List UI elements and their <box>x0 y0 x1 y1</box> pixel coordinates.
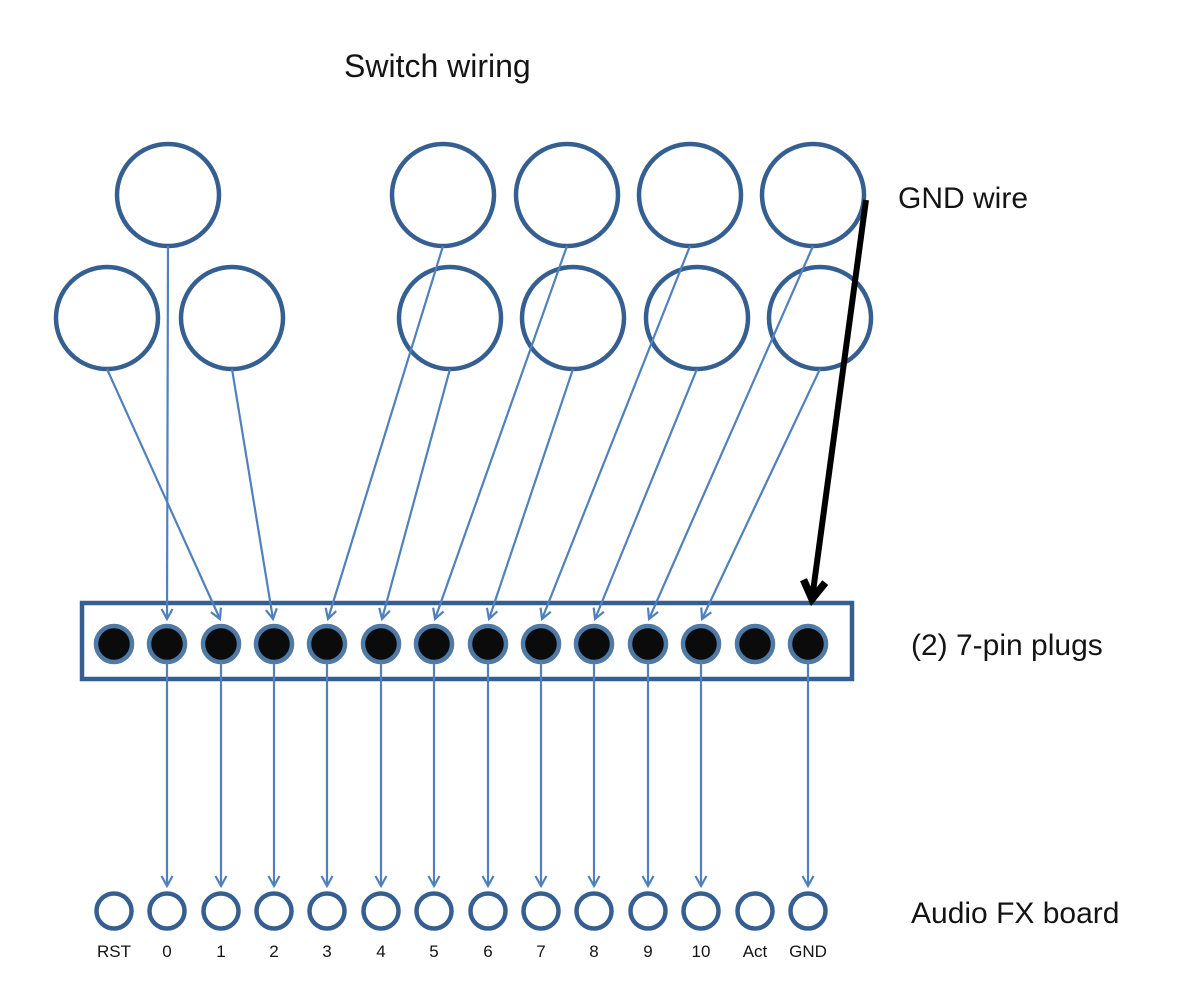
switch-to-plug-wires <box>105 245 821 622</box>
pin-label-8: 8 <box>589 942 598 961</box>
wire-switch-to-pin-6 <box>485 368 575 622</box>
plug-pin <box>200 623 242 665</box>
board-pin-labels: RST 0 1 2 3 4 5 6 7 8 9 10 Act GND <box>97 942 827 961</box>
switch-circle <box>519 264 627 372</box>
switch-circle <box>396 264 504 372</box>
wire-switch-to-pin-8 <box>592 368 699 622</box>
switch-circle <box>178 264 286 372</box>
wire-switch-to-pin-9 <box>646 245 815 622</box>
plug-pin <box>680 623 722 665</box>
plug-pin <box>573 623 615 665</box>
wire-switch-to-pin-5 <box>432 245 569 622</box>
board-pin <box>307 891 347 931</box>
wire-switch-to-pin-1 <box>105 368 222 622</box>
board-pin <box>361 891 401 931</box>
plug-pin <box>253 623 295 665</box>
plug-to-board-wires <box>160 662 815 889</box>
switch-circle <box>759 141 867 249</box>
pin-label-rst: RST <box>97 942 131 961</box>
pin-label-9: 9 <box>643 942 652 961</box>
switch-circle <box>114 141 222 249</box>
board-pin <box>735 891 775 931</box>
plug-pin <box>93 623 135 665</box>
plug-pin <box>627 623 669 665</box>
switch-circle <box>636 141 744 249</box>
plug-pin <box>413 623 455 665</box>
board-pin <box>788 891 828 931</box>
gnd-wire-line <box>800 199 869 607</box>
wire-switch-to-pin-2 <box>230 368 278 622</box>
plug-pins <box>93 623 829 665</box>
wire-switch-to-pin-0 <box>160 245 174 622</box>
switch-circle <box>513 141 621 249</box>
board-pin <box>628 891 668 931</box>
plug-pin <box>146 623 188 665</box>
board-pin <box>574 891 614 931</box>
pin-label-5: 5 <box>429 942 438 961</box>
switch-circle <box>53 264 161 372</box>
board-pin <box>681 891 721 931</box>
gnd-wire-label: GND wire <box>898 182 1028 215</box>
pin-label-3: 3 <box>322 942 331 961</box>
board-pin <box>147 891 187 931</box>
diagram-title: Switch wiring <box>344 48 531 84</box>
wire-switch-to-pin-3 <box>324 245 445 622</box>
pin-label-4: 4 <box>376 942 385 961</box>
switch-circles <box>53 141 874 372</box>
pin-label-gnd: GND <box>789 942 827 961</box>
pin-label-act: Act <box>743 942 768 961</box>
plug-pin <box>306 623 348 665</box>
board-pin <box>468 891 508 931</box>
wire-switch-to-pin-10 <box>700 368 821 622</box>
plug-pin <box>787 623 829 665</box>
board-pin <box>414 891 454 931</box>
wire-switch-to-pin-4 <box>378 368 452 622</box>
pin-label-1: 1 <box>216 942 225 961</box>
plug-pin <box>467 623 509 665</box>
pin-label-7: 7 <box>536 942 545 961</box>
pin-label-10: 10 <box>692 942 711 961</box>
board-pin <box>201 891 241 931</box>
wire-switch-to-pin-7 <box>539 245 692 622</box>
pin-label-6: 6 <box>483 942 492 961</box>
board-pin <box>254 891 294 931</box>
board-label: Audio FX board <box>911 897 1119 930</box>
plug-pin <box>520 623 562 665</box>
plug-pin <box>734 623 776 665</box>
switch-circle <box>389 141 497 249</box>
board-pin <box>94 891 134 931</box>
board-pin <box>521 891 561 931</box>
plugs-label: (2) 7-pin plugs <box>911 629 1103 662</box>
plug-pin <box>360 623 402 665</box>
board-pins <box>94 891 828 931</box>
pin-label-0: 0 <box>162 942 171 961</box>
pin-label-2: 2 <box>269 942 278 961</box>
